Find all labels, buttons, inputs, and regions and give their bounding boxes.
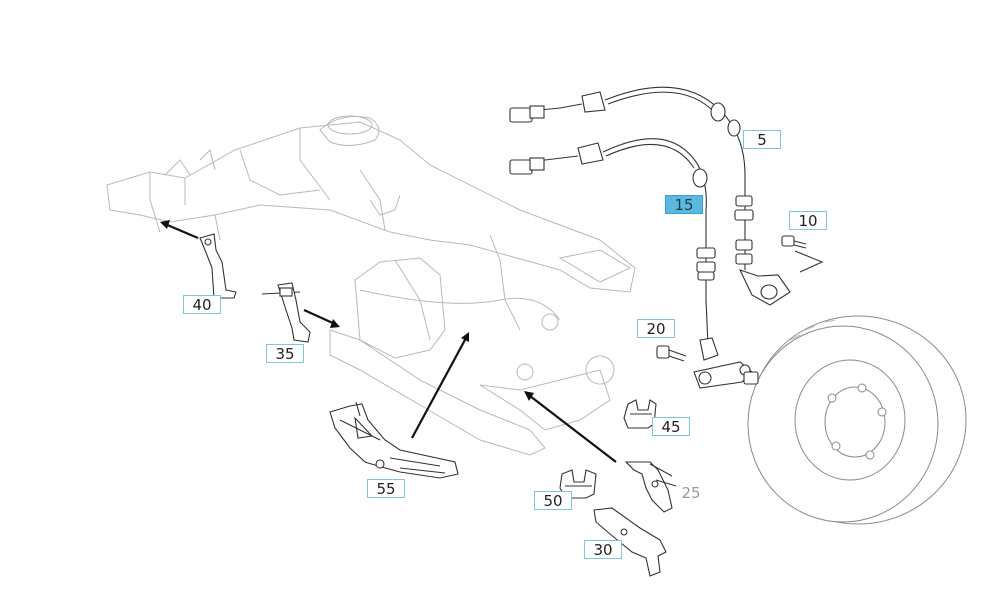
- callout-50[interactable]: 50: [534, 491, 572, 510]
- abs-sensor-cable-15: [509, 138, 759, 389]
- callout-10[interactable]: 10: [789, 211, 827, 230]
- leader-arrows: [160, 220, 617, 463]
- bracket-30: [593, 507, 667, 577]
- bracket-25: [624, 461, 677, 513]
- callout-40[interactable]: 40: [183, 295, 221, 314]
- bolt-10: [781, 235, 824, 273]
- callout-15[interactable]: 15: [665, 195, 703, 214]
- clip-45: [623, 399, 657, 429]
- callout-5[interactable]: 5: [743, 130, 781, 149]
- brake-disc: [747, 315, 967, 525]
- rear-axle-carrier: [106, 115, 636, 456]
- callout-45[interactable]: 45: [652, 417, 690, 436]
- callout-55[interactable]: 55: [367, 479, 405, 498]
- holder-55: [329, 401, 459, 479]
- callout-20[interactable]: 20: [637, 319, 675, 338]
- abs-sensor-cable-5: [509, 86, 791, 306]
- callout-35[interactable]: 35: [266, 344, 304, 363]
- bolt-20: [656, 345, 687, 362]
- callout-25[interactable]: 25: [681, 484, 701, 502]
- bracket-40: [199, 233, 237, 299]
- callout-30[interactable]: 30: [584, 540, 622, 559]
- bracket-35: [261, 282, 311, 343]
